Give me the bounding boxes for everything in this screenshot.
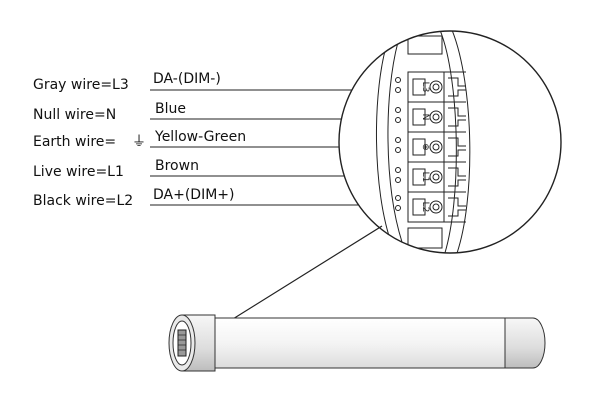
housing-curve-right-2: [451, 31, 471, 253]
wire-name-gray: Gray wire=L3: [33, 77, 129, 93]
tube-right-cap: [504, 317, 546, 369]
terminal-label-earth: ⊕: [420, 143, 430, 151]
contact-holes: [395, 77, 401, 211]
terminal-screws: [429, 80, 443, 214]
top-tab: [407, 35, 443, 55]
housing-curve-right: [439, 31, 457, 253]
magnify-pointer-line: [211, 225, 383, 333]
wire-name-null: Null wire=N: [33, 107, 116, 123]
housing-curve-outer: [375, 39, 393, 246]
terminal-clips: [448, 77, 466, 217]
terminal-rows: [408, 101, 466, 193]
tube-end-connector-detail: [178, 334, 186, 351]
terminal-block: [407, 71, 445, 223]
wire-labels: Gray wire=L3 DA-(DIM-) Null wire=N Blue …: [33, 71, 246, 209]
wire-color-null: Blue: [155, 101, 186, 117]
bottom-tab: [407, 227, 443, 249]
magnified-view: L3 N ⊕ L1 L2: [338, 30, 562, 254]
wire-color-earth: Yellow-Green: [154, 129, 246, 145]
wire-color-gray: DA-(DIM-): [153, 71, 221, 87]
wire-color-black: DA+(DIM+): [153, 187, 234, 203]
tube-body: [204, 317, 511, 369]
wire-color-live: Brown: [155, 158, 199, 174]
tube-light: [168, 314, 546, 372]
housing-curve-inner: [387, 41, 403, 243]
wire-name-live: Live wire=L1: [33, 164, 124, 180]
terminal-labels: L3 N ⊕ L1 L2: [420, 82, 430, 213]
earth-symbol-icon: ⏚: [132, 134, 146, 150]
terminal-label-l3: L3: [420, 82, 430, 93]
wire-name-black: Black wire=L2: [33, 193, 133, 209]
terminal-label-l1: L1: [420, 172, 430, 183]
tube-end-connector: [177, 329, 187, 357]
terminal-label-l2: L2: [420, 202, 430, 213]
terminal-label-boxes: [412, 78, 426, 216]
wire-name-earth: Earth wire=: [33, 134, 116, 150]
zoom-circle: [338, 30, 562, 254]
terminal-label-n: N: [420, 114, 430, 121]
